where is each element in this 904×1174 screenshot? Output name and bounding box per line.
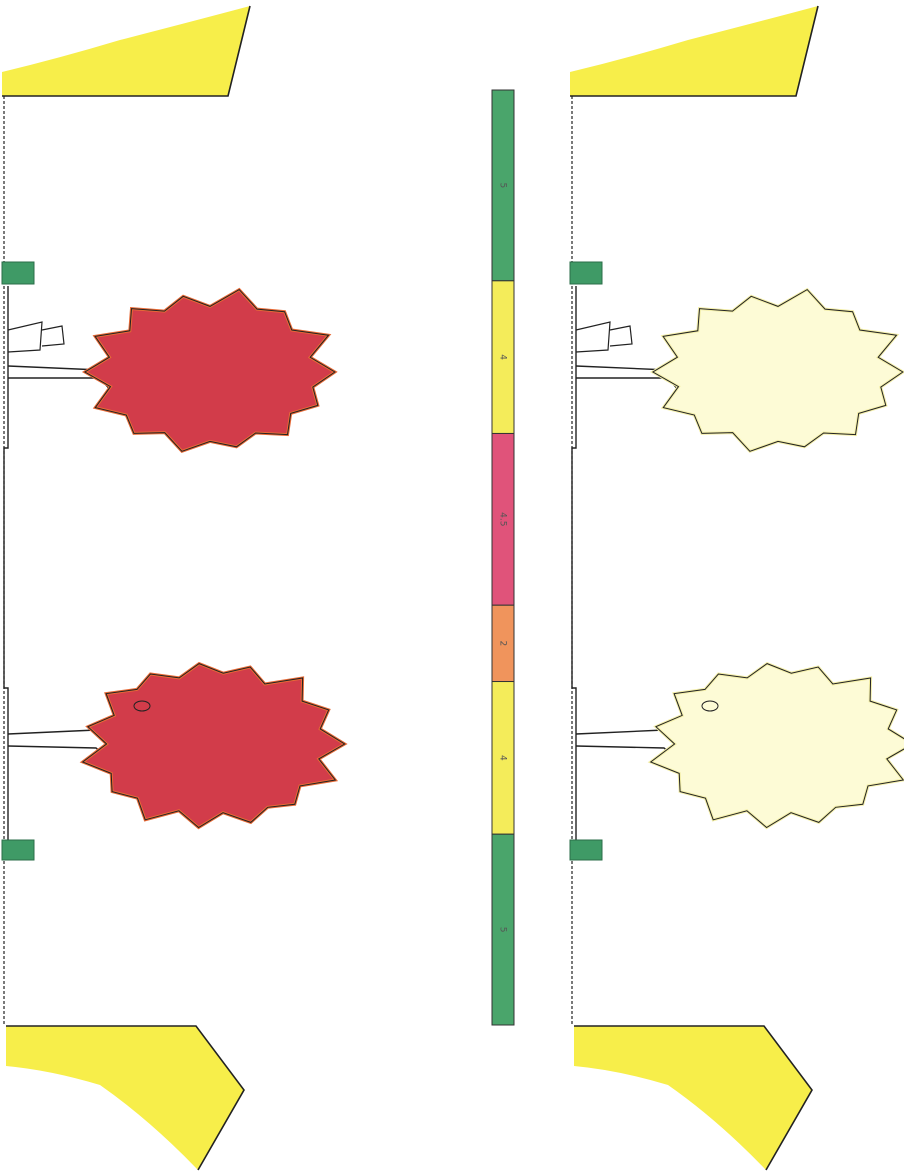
tree-canopy — [649, 287, 904, 454]
segment-label: 5 — [498, 927, 508, 933]
pedestrian-figures — [575, 321, 633, 353]
segment-label: 5 — [498, 183, 508, 189]
top-yellow-band — [570, 6, 818, 96]
tree-canopy — [81, 287, 338, 454]
canopy-mark — [701, 700, 719, 712]
pedestrian-figures — [7, 321, 65, 353]
segment-label: 4 — [498, 755, 508, 761]
shrub — [1, 261, 35, 285]
segment-label: 4 — [498, 354, 508, 360]
segment-label: 2 — [498, 641, 508, 647]
top-building-outline — [2, 5, 251, 97]
shrub — [1, 839, 35, 861]
left-panel — [1, 5, 348, 1171]
bottom-building-outline — [6, 1025, 245, 1171]
tree-canopy-outline — [81, 663, 346, 829]
bottom-yellow-band — [6, 1026, 244, 1170]
segment-bar: 5 4 4.5 2 4 5 — [491, 89, 515, 1026]
tree-canopy — [647, 661, 904, 830]
tree-canopy — [79, 661, 348, 830]
panels-layer — [1, 5, 904, 1171]
sidewalk-edge — [3, 286, 9, 842]
bottom-yellow-band — [574, 1026, 812, 1170]
canopy-mark — [133, 700, 151, 712]
sidewalk-edge — [571, 286, 577, 842]
tree-canopy-outline — [83, 288, 336, 452]
tree-canopy-outline — [649, 663, 904, 829]
bottom-building-outline — [574, 1025, 813, 1171]
shrub — [569, 839, 603, 861]
segment-5 — [491, 833, 515, 1026]
top-building-outline — [570, 5, 819, 97]
top-yellow-band — [2, 6, 250, 96]
right-panel — [569, 5, 904, 1171]
tree-canopy-outline — [651, 288, 904, 452]
segment-label: 4.5 — [498, 512, 508, 526]
shrub — [569, 261, 603, 285]
